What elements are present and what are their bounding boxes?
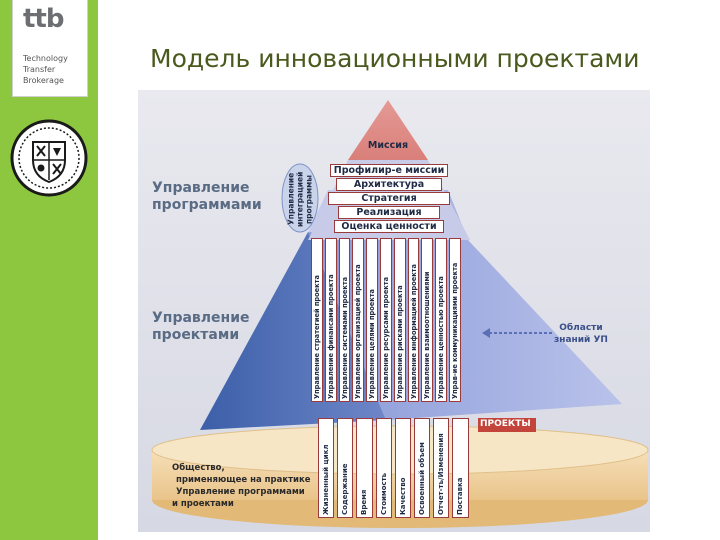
knowledge-column: Управление рисками проекта: [394, 238, 406, 402]
base-column-label: Освоенный объем: [415, 419, 429, 515]
pm-model-diagram: Миссия Профилир-е миссии Архитектура Стр…: [138, 90, 650, 532]
project-mgmt-label: Управление проектами: [152, 310, 250, 344]
base-column-label: Поставка: [453, 419, 467, 515]
program-mgmt-line: программами: [152, 197, 262, 214]
knowledge-column: Управ-ие коммуникациями проекта: [449, 238, 461, 402]
society-line: применяющее на практике: [172, 474, 311, 486]
program-mgmt-line: Управление: [152, 180, 262, 197]
base-column-label: Отчет-ть/Изменения: [434, 419, 448, 515]
knowledge-areas-label: Области знаний УП: [554, 322, 608, 346]
knowledge-column-label: Управление взаимоотношениями: [422, 239, 432, 399]
logo-line-2: Transfer: [23, 65, 55, 74]
base-column-label: Стоимость: [377, 419, 391, 515]
program-step-label: Профилир-е миссии: [331, 165, 447, 176]
program-step-box: Архитектура: [336, 178, 442, 191]
program-step-label: Реализация: [339, 207, 439, 218]
knowledge-column-label: Управ-ие коммуникациями проекта: [450, 239, 460, 399]
logo: ttb Technology Transfer Brokerage: [12, 0, 88, 97]
project-mgmt-line: Управление: [152, 310, 250, 327]
knowledge-column: Управление взаимоотношениями: [421, 238, 433, 402]
base-column: Время: [356, 418, 372, 518]
project-mgmt-line: проектами: [152, 327, 250, 344]
knowledge-column: Управление финансами проекта: [325, 238, 337, 402]
logo-line-3: Brokerage: [23, 76, 64, 85]
society-line: Управление программами: [172, 486, 311, 498]
integration-label-line: программы: [305, 174, 314, 223]
page-title: Модель инновационными проектами: [150, 44, 640, 73]
base-column: Качество: [395, 418, 411, 518]
base-column: Поставка: [452, 418, 468, 518]
base-column: Жизненный цикл: [318, 418, 334, 518]
society-line: и проектами: [172, 498, 311, 510]
base-column-label: Содержание: [338, 419, 352, 515]
crest-emblem-icon: [9, 118, 89, 198]
society-line: Общество,: [172, 462, 311, 474]
integration-label-line: Управление: [287, 173, 296, 225]
sidebar: ttb Technology Transfer Brokerage: [0, 0, 98, 540]
knowledge-column-label: Управление информацией проекта: [409, 239, 419, 399]
base-column: Освоенный объем: [414, 418, 430, 518]
program-step-label: Оценка ценности: [335, 221, 443, 232]
program-step-box: Реализация: [338, 206, 440, 219]
knowledge-column: Управление стратегией проекта: [311, 238, 323, 402]
base-column: Отчет-ть/Изменения: [433, 418, 449, 518]
knowledge-column-label: Управление целями проекта: [367, 239, 377, 399]
base-column: Содержание: [337, 418, 353, 518]
knowledge-column-label: Управление стратегией проекта: [312, 239, 322, 399]
logo-mark: ttb: [23, 4, 63, 34]
knowledge-column-label: Управление ценностью проекта: [436, 239, 446, 399]
base-column-label: Жизненный цикл: [319, 419, 333, 515]
knowledge-column: Управление ресурсами проекта: [380, 238, 392, 402]
knowledge-areas-line: знаний УП: [554, 334, 608, 346]
knowledge-areas-line: Области: [554, 322, 608, 334]
knowledge-column: Управление ценностью проекта: [435, 238, 447, 402]
base-column-label: Качество: [396, 419, 410, 515]
program-step-label: Архитектура: [337, 179, 441, 190]
integration-label-line: интеграцией: [296, 171, 305, 226]
knowledge-column-label: Управление системами проекта: [340, 239, 350, 399]
knowledge-column: Управление организацией проекта: [352, 238, 364, 402]
program-step-box: Стратегия программы: [328, 192, 450, 205]
integration-label: Управление интеграцией программы: [284, 168, 316, 230]
knowledge-column: Управление информацией проекта: [408, 238, 420, 402]
knowledge-column-label: Управление рисками проекта: [395, 239, 405, 399]
knowledge-column: Управление системами проекта: [339, 238, 351, 402]
logo-line-1: Technology: [23, 54, 68, 63]
base-column-label: Время: [357, 419, 371, 515]
society-label: Общество, применяющее на практике Управл…: [172, 462, 311, 510]
knowledge-column-label: Управление финансами проекта: [326, 239, 336, 399]
knowledge-column-label: Управление ресурсами проекта: [381, 239, 391, 399]
mission-label: Миссия: [364, 140, 412, 151]
program-step-box: Оценка ценности: [334, 220, 444, 233]
projects-label: ПРОЕКТЫ: [480, 419, 531, 429]
program-step-box: Профилир-е миссии: [330, 164, 448, 177]
base-column: Стоимость: [376, 418, 392, 518]
knowledge-column: Управление целями проекта: [366, 238, 378, 402]
program-mgmt-label: Управление программами: [152, 180, 262, 214]
knowledge-column-label: Управление организацией проекта: [353, 239, 363, 399]
